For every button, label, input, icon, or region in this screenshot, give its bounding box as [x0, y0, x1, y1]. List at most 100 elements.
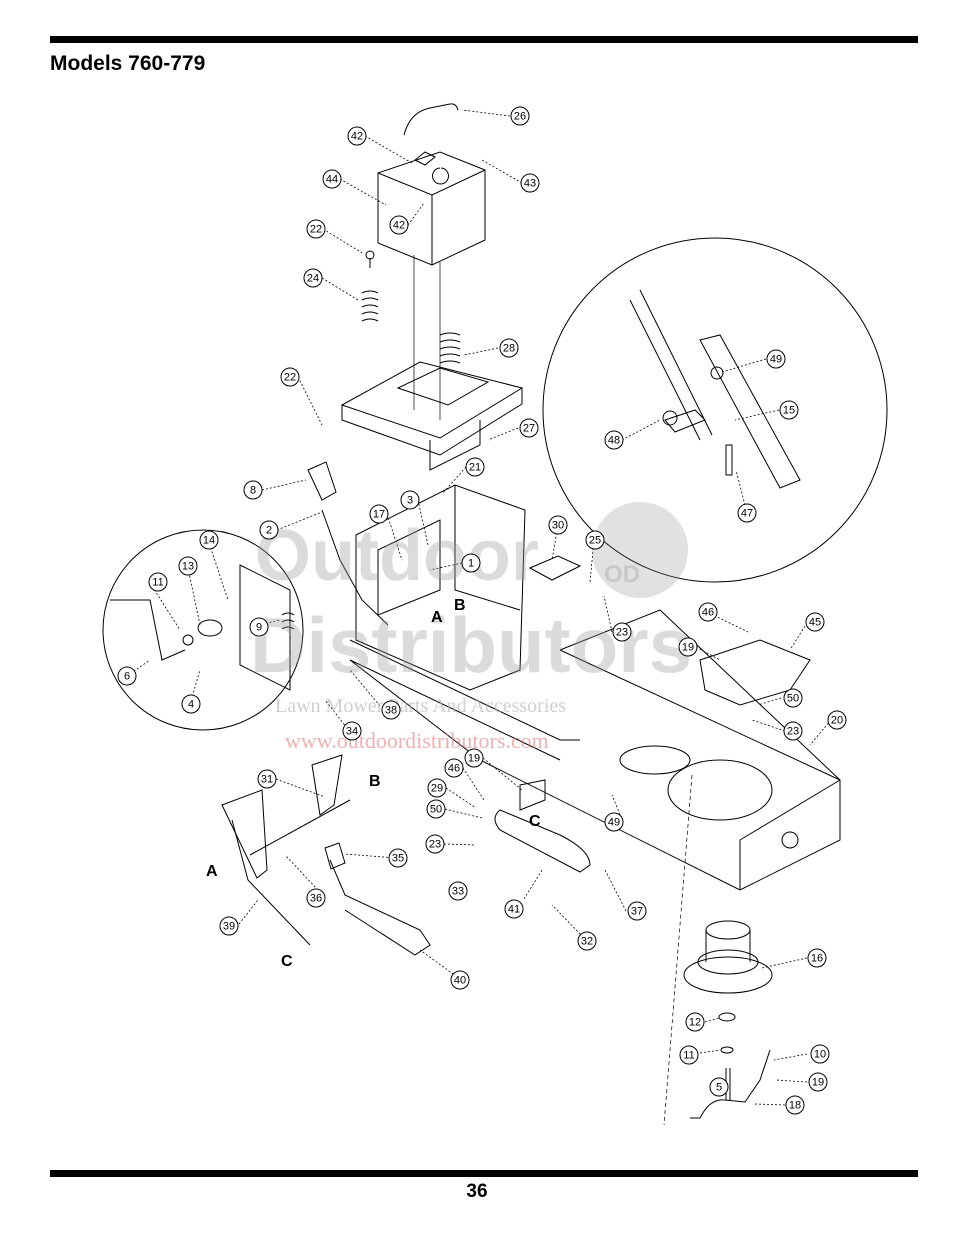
- svg-text:6: 6: [124, 671, 130, 683]
- svg-text:33: 33: [452, 886, 464, 898]
- callout-19: 19: [464, 748, 484, 768]
- spring-28: [439, 332, 461, 364]
- callout-26: 26: [510, 106, 530, 126]
- svg-text:49: 49: [608, 817, 620, 829]
- svg-text:25: 25: [589, 535, 601, 547]
- callout-47: 47: [737, 503, 757, 523]
- callout-23: 23: [425, 834, 445, 854]
- callout-39: 39: [219, 916, 239, 936]
- callout-23: 23: [612, 622, 632, 642]
- callout-21: 21: [465, 457, 485, 477]
- callout-35: 35: [388, 848, 408, 868]
- svg-text:15: 15: [783, 405, 795, 417]
- callout-46: 46: [698, 602, 718, 622]
- callout-2: 2: [259, 520, 279, 540]
- lift-handle: [307, 461, 389, 626]
- spring-24: [361, 250, 379, 322]
- svg-text:24: 24: [307, 273, 319, 285]
- svg-text:5: 5: [716, 1082, 722, 1094]
- callout-49: 49: [766, 349, 786, 369]
- svg-text:23: 23: [429, 839, 441, 851]
- callout-22: 22: [306, 219, 326, 239]
- leader-lines: [126, 109, 832, 1106]
- callout-30: 30: [548, 515, 568, 535]
- callout-48: 48: [604, 430, 624, 450]
- svg-text:20: 20: [831, 715, 843, 727]
- svg-text:50: 50: [430, 804, 442, 816]
- detail-right-parts: [629, 289, 801, 489]
- letter-label: A: [431, 609, 443, 626]
- top-rule: [50, 36, 918, 43]
- svg-text:44: 44: [326, 174, 338, 186]
- svg-text:45: 45: [809, 617, 821, 629]
- callout-38: 38: [381, 700, 401, 720]
- svg-text:50: 50: [787, 693, 799, 705]
- callout-50: 50: [783, 688, 803, 708]
- letter-label: C: [529, 813, 541, 830]
- callout-36: 36: [306, 888, 326, 908]
- callout-6: 6: [117, 666, 137, 686]
- svg-text:31: 31: [261, 774, 273, 786]
- svg-text:38: 38: [385, 705, 397, 717]
- svg-text:23: 23: [616, 627, 628, 639]
- svg-text:35: 35: [392, 853, 404, 865]
- callout-9: 9: [249, 617, 269, 637]
- svg-text:26: 26: [514, 111, 526, 123]
- callout-3: 3: [400, 490, 420, 510]
- callout-50: 50: [426, 799, 446, 819]
- callout-24: 24: [303, 268, 323, 288]
- page-number: 36: [466, 1181, 488, 1202]
- callout-44: 44: [322, 169, 342, 189]
- svg-text:19: 19: [468, 753, 480, 765]
- callout-45: 45: [805, 612, 825, 632]
- svg-text:36: 36: [310, 893, 322, 905]
- svg-text:37: 37: [631, 906, 643, 918]
- callout-43: 43: [520, 173, 540, 193]
- callout-19: 19: [808, 1072, 828, 1092]
- svg-text:14: 14: [203, 535, 215, 547]
- callout-14: 14: [199, 530, 219, 550]
- svg-text:27: 27: [523, 423, 535, 435]
- svg-text:2: 2: [266, 525, 272, 537]
- svg-text:48: 48: [608, 435, 620, 447]
- callout-12: 12: [685, 1012, 705, 1032]
- callout-16: 16: [807, 948, 827, 968]
- svg-text:10: 10: [814, 1049, 826, 1061]
- svg-text:21: 21: [469, 462, 481, 474]
- callout-5: 5: [709, 1077, 729, 1097]
- callout-22: 22: [280, 367, 300, 387]
- letter-label: C: [281, 953, 293, 970]
- svg-text:34: 34: [346, 726, 358, 738]
- callout-42: 42: [347, 126, 367, 146]
- callout-8: 8: [243, 480, 263, 500]
- svg-text:23: 23: [787, 726, 799, 738]
- detail-circle-right: [542, 237, 888, 583]
- svg-text:22: 22: [310, 224, 322, 236]
- callout-29: 29: [427, 778, 447, 798]
- svg-text:41: 41: [508, 904, 520, 916]
- lift-arm-41: [494, 809, 591, 873]
- callout-11: 11: [679, 1045, 699, 1065]
- svg-text:42: 42: [393, 220, 405, 232]
- callout-23: 23: [783, 721, 803, 741]
- svg-text:46: 46: [702, 607, 714, 619]
- svg-text:46: 46: [448, 763, 460, 775]
- battery-cable: [403, 103, 459, 136]
- page-title: Models 760-779: [50, 52, 206, 75]
- callout-27: 27: [519, 418, 539, 438]
- detail-left-parts: [110, 564, 295, 691]
- callout-13: 13: [178, 556, 198, 576]
- letter-label: B: [369, 773, 381, 790]
- callout-18: 18: [785, 1095, 805, 1115]
- callout-46: 46: [444, 758, 464, 778]
- svg-text:49: 49: [770, 354, 782, 366]
- dash-bracket: [355, 484, 526, 691]
- battery-tray: [340, 361, 524, 471]
- nut-10: [720, 1046, 734, 1054]
- callout-4: 4: [181, 694, 201, 714]
- svg-text:Distributors: Distributors: [250, 601, 692, 689]
- bracket-19: [519, 779, 546, 811]
- svg-text:8: 8: [250, 485, 256, 497]
- svg-text:18: 18: [789, 1100, 801, 1112]
